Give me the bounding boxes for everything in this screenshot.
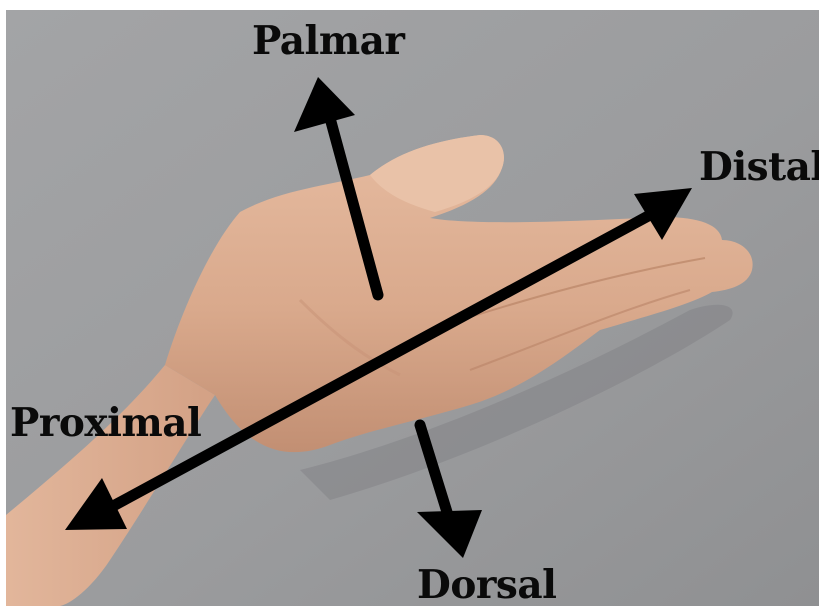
proximal-label: Proximal: [10, 404, 201, 443]
dorsal-label: Dorsal: [417, 566, 556, 605]
palmar-label: Palmar: [252, 22, 404, 61]
distal-label: Distal: [699, 148, 819, 187]
